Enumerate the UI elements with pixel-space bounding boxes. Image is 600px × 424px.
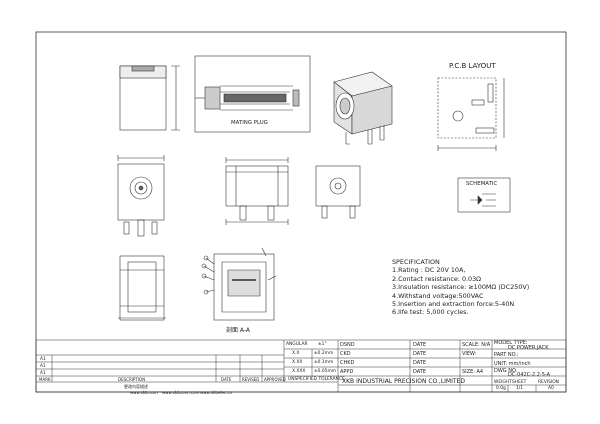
col-mark: MARK — [39, 377, 51, 382]
dwg-no-value: DC-042C-2.2-5-A — [508, 372, 551, 378]
mating-plug-box — [194, 55, 311, 133]
dsnd-label: DSND — [340, 342, 355, 348]
part-no-label: PART NO.: — [494, 352, 519, 358]
spec-line: 3.Insulation resistance: ≥100MΩ (DC250V) — [392, 283, 530, 292]
tolerance-spec: X.XX — [292, 360, 303, 365]
sheet-value: 1/1 — [516, 386, 524, 391]
ckd-label: CKD — [340, 351, 351, 357]
tolerance-angular: ANGULAR — [286, 342, 308, 347]
front-view — [119, 65, 180, 131]
revision-note: 更改内容描述 — [124, 384, 148, 389]
col-approved: APPROVED — [264, 377, 286, 382]
view-label: VIEW: — [462, 351, 477, 357]
spec-line: 6.life test: 5,000 cycles. — [392, 308, 469, 317]
col-description: DESCRIPTION — [118, 377, 146, 382]
specification-block: SPECIFICATION 1.Rating : DC 20V 10A, 2.C… — [392, 258, 529, 317]
revision-value: A0 — [548, 386, 554, 391]
scale-label: SCALE: N/A — [462, 342, 491, 348]
col-revised: REVISED — [242, 377, 260, 382]
rear-view — [315, 165, 361, 219]
unspecified-tolerance: UNSPECIFIED TOLERANCE — [288, 377, 345, 382]
spec-line: 4.Withstand voltage:500VAC — [392, 291, 484, 300]
tolerance-spec: X.X — [292, 351, 300, 356]
side-view — [225, 157, 289, 225]
footer-link[interactable]: www.xkbelec.cn — [200, 390, 233, 395]
mating-plug-drawing — [195, 85, 300, 111]
pcb-layout-title: P.C.B LAYOUT — [449, 62, 496, 70]
col-date: DATE — [221, 377, 232, 382]
unit-label: UNIT: mm/inch — [494, 361, 531, 367]
weight-value: 0.0g — [496, 386, 506, 391]
dwg-no-label: DWG NO. — [494, 368, 518, 374]
appd-label: APPD — [340, 369, 354, 375]
sheet-label: SHEET — [512, 380, 527, 385]
weight-label: WEIGHT — [494, 380, 512, 385]
chkd-label: CHKD — [340, 360, 355, 366]
schematic-title: SCHEMATIC — [466, 181, 498, 187]
revision-row: A1 — [40, 364, 46, 369]
size-label: SIZE: A4 — [462, 369, 484, 375]
spec-line: 5.Insertion and extraction force:5-40N — [392, 300, 515, 309]
tolerance-value: ±0.05mm — [314, 369, 337, 374]
section-label: 剖面 A-A — [226, 327, 251, 334]
company-name: XKB INDUSTRIAL PRECISION CO.,LIMITED — [342, 378, 465, 385]
section-view — [201, 247, 277, 321]
specification-title: SPECIFICATION — [392, 258, 440, 266]
title-block-lines — [35, 339, 567, 393]
pcb-layout-drawing — [437, 77, 505, 151]
tolerance-value: ±0.2mm — [314, 351, 334, 356]
revision-row: A1 — [40, 357, 46, 362]
revision-label: REVISION — [538, 380, 559, 385]
footer-link[interactable]: www.xkb.com — [130, 390, 158, 395]
date-label: DATE — [413, 342, 427, 348]
date-label: DATE — [413, 369, 427, 375]
model-type-value: DC POWER JACK — [508, 345, 549, 351]
footer-link[interactable]: www.xkbconn.com — [162, 390, 200, 395]
date-label: DATE — [413, 360, 427, 366]
date-label: DATE — [413, 351, 427, 357]
tolerance-angular-value: ±1° — [318, 342, 327, 347]
top-view — [117, 155, 165, 237]
tolerance-spec: X.XXX — [292, 369, 306, 374]
schematic-symbol — [470, 193, 496, 207]
schematic-box — [457, 177, 511, 213]
bottom-view — [118, 255, 166, 321]
spec-line: 2.Contact resistance: 0.03Ω — [392, 274, 482, 283]
mating-plug-label: MATING PLUG — [231, 120, 268, 126]
spec-line: 1.Rating : DC 20V 10A, — [392, 266, 466, 275]
revision-row: A1 — [40, 371, 46, 376]
tolerance-value: ±0.1mm — [314, 360, 334, 365]
isometric-view — [333, 71, 393, 145]
model-type-label: MODEL TYPE: — [494, 340, 528, 346]
